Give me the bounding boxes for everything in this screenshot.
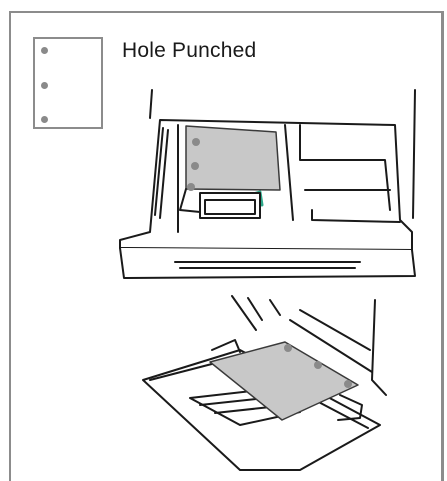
panel-frame bbox=[9, 11, 444, 481]
panel-title: Hole Punched bbox=[122, 39, 257, 62]
panel-frame-right-border bbox=[441, 13, 444, 481]
bypass-paper-holes bbox=[284, 344, 352, 388]
punch-hole-icon bbox=[41, 47, 48, 54]
paper-tray-illustration bbox=[119, 89, 416, 279]
hole-punched-paper-icon bbox=[33, 37, 103, 129]
tray-paper-holes bbox=[187, 138, 200, 191]
punch-hole-icon bbox=[41, 82, 48, 89]
bypass-tray-illustration bbox=[142, 295, 387, 471]
punch-hole-icon bbox=[41, 116, 48, 123]
